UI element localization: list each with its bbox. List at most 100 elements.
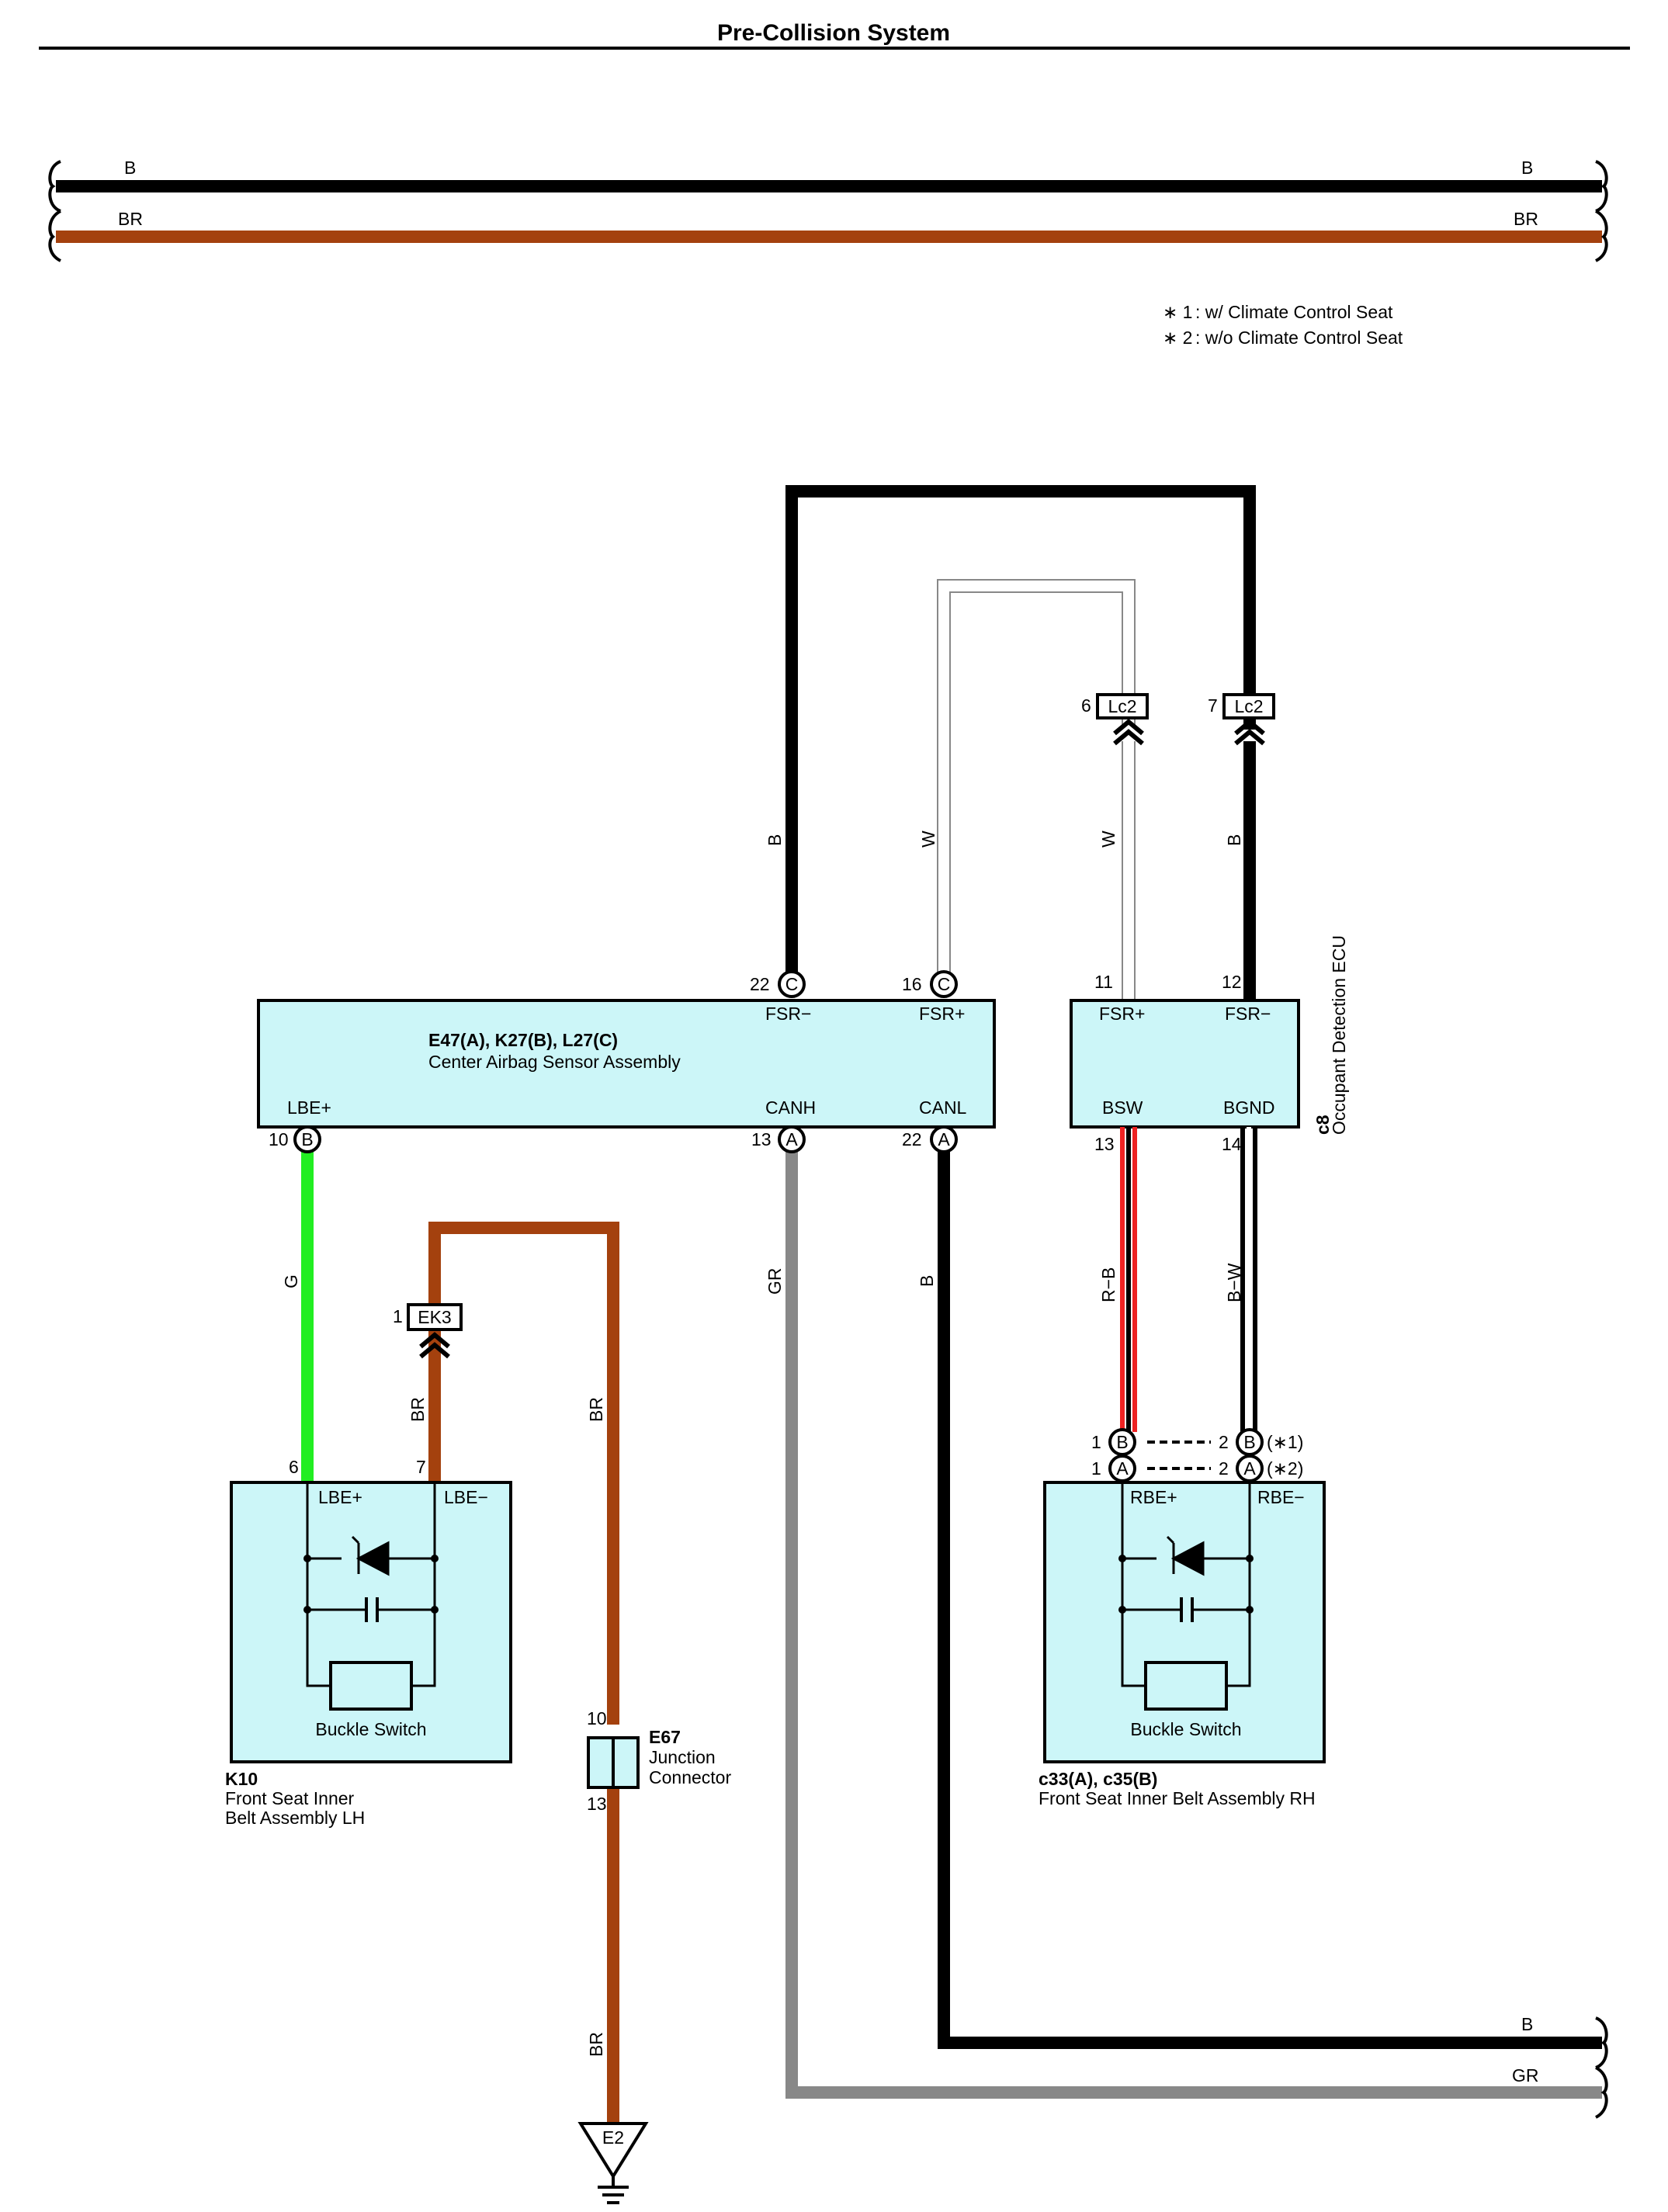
- wire-label: B: [1521, 158, 1533, 178]
- pin-number: 10: [269, 1129, 289, 1149]
- pin-conn: B: [1116, 1432, 1128, 1452]
- wire-label: BR: [586, 1397, 606, 1422]
- ground-triangle-icon: [577, 2122, 649, 2179]
- wire-br-loop: [428, 1222, 619, 1725]
- right-circuit-lines: [1121, 1482, 1251, 1687]
- wire-label: B: [1521, 2014, 1533, 2034]
- left-belt-name: Front Seat Inner: [225, 1788, 355, 1808]
- connector-lc2-b: 7 Lc2: [1208, 693, 1275, 746]
- pin-number: 2: [1219, 1458, 1229, 1479]
- left-circuit-lines: [306, 1482, 436, 1687]
- connector-label: EK3: [418, 1307, 451, 1327]
- left-belt-box: [230, 1481, 512, 1763]
- wire-break-right-icon: [1595, 2016, 1608, 2069]
- pin-conn: B: [1243, 1432, 1255, 1452]
- wire-label: W: [918, 830, 938, 848]
- connector-arrow-icon: [1113, 719, 1144, 746]
- pin-canl: 22 A: [902, 1125, 958, 1153]
- pin-canh: 13 A: [751, 1125, 806, 1153]
- junction-dot: [431, 1555, 439, 1562]
- left-belt-assembly: 6 7 LBE+ LBE− Buckle Switch K10 Front Se…: [225, 1457, 512, 1828]
- capacitor-icon: [365, 1597, 379, 1622]
- bottom-bus: B GR: [1512, 2014, 1608, 2119]
- connector-label: Lc2: [1234, 696, 1263, 716]
- right-belt-box: [1043, 1481, 1326, 1763]
- pin-label: CANL: [919, 1097, 967, 1118]
- right-belt-id: c33(A), c35(B): [1039, 1769, 1157, 1789]
- pin-conn: A: [1116, 1458, 1129, 1479]
- wire-label: G: [281, 1274, 301, 1288]
- wire-label: W: [1098, 830, 1118, 848]
- zener-diode-icon: [1166, 1535, 1205, 1576]
- variant-note: (∗1): [1267, 1432, 1303, 1452]
- pin-number: 1: [393, 1306, 403, 1326]
- pin-label: BSW: [1102, 1097, 1143, 1118]
- pin-number: 16: [902, 974, 922, 994]
- pin-label: FSR−: [1225, 1004, 1271, 1024]
- wire-b-canl: [938, 1142, 1602, 2049]
- page-title: Pre-Collision System: [717, 20, 950, 46]
- pin-label: LBE−: [444, 1487, 488, 1507]
- center-airbag-id: E47(A), K27(B), L27(C): [428, 1030, 618, 1050]
- right-belt-assembly: RBE+ RBE− Buckle Switch c33(A), c35(B) F…: [1039, 1481, 1326, 1808]
- pin-conn: C: [785, 974, 799, 994]
- pin-number: 12: [1222, 972, 1242, 992]
- pin-number: 14: [1222, 1134, 1242, 1154]
- left-belt-id: K10: [225, 1769, 258, 1789]
- pin-number: 6: [289, 1457, 299, 1477]
- center-airbag-name: Center Airbag Sensor Assembly: [428, 1052, 681, 1072]
- notes: ∗ 1 : w/ Climate Control Seat ∗ 2 : w/o …: [1163, 302, 1403, 348]
- zener-diode-icon: [351, 1535, 390, 1576]
- right-belt-connectors: 1 B 2 B (∗1) 1 A 2 A (∗2): [1091, 1428, 1303, 1482]
- wire-label: GR: [765, 1268, 785, 1295]
- pin-number: 1: [1091, 1458, 1101, 1479]
- pin-number: 7: [1208, 695, 1218, 716]
- wire-label: BR: [118, 209, 143, 229]
- wire-b-fsr-minus: [785, 485, 1256, 982]
- wire-label: B: [124, 158, 136, 178]
- wire-label: B: [1224, 834, 1244, 846]
- wire-label: R−B: [1098, 1267, 1118, 1302]
- pin-number: 6: [1081, 695, 1091, 716]
- pin-fsr-plus: 16 C: [902, 970, 958, 998]
- pin-number: 10: [587, 1708, 607, 1728]
- pin-number: 11: [1094, 972, 1113, 992]
- wire-gr-canh: [785, 1142, 1602, 2099]
- wire-break-right-icon: [1594, 2066, 1608, 2119]
- ground-label: E2: [602, 2127, 624, 2148]
- pin-label: FSR+: [1099, 1004, 1145, 1024]
- pin-label: LBE+: [318, 1487, 362, 1507]
- note-mark: ∗ 2: [1163, 328, 1192, 348]
- connector-ek3: 1 EK3: [393, 1303, 463, 1359]
- wire-label: B: [917, 1275, 937, 1287]
- pin-label: RBE+: [1130, 1487, 1177, 1507]
- pin-conn: A: [785, 1129, 798, 1149]
- variant-note: (∗2): [1267, 1458, 1303, 1479]
- note-text: : w/ Climate Control Seat: [1195, 302, 1393, 322]
- wire-break-left-icon: [48, 210, 62, 262]
- junction-dot: [303, 1606, 311, 1614]
- junction-dot: [1246, 1606, 1254, 1614]
- right-belt-name: Front Seat Inner Belt Assembly RH: [1039, 1788, 1316, 1808]
- pin-label: FSR−: [765, 1004, 811, 1024]
- wire-label: BR: [407, 1397, 428, 1422]
- connector-label: Lc2: [1108, 696, 1136, 716]
- junction-name: Connector: [649, 1767, 731, 1787]
- switch-label: Buckle Switch: [315, 1719, 426, 1739]
- occupant-ecu-box: [1070, 999, 1300, 1129]
- pin-number: 2: [1219, 1432, 1229, 1452]
- note-text: : w/o Climate Control Seat: [1195, 328, 1403, 348]
- pin-conn: C: [938, 974, 951, 994]
- wire-label: GR: [1512, 2065, 1539, 2085]
- pin-fsr-minus: 22 C: [750, 970, 806, 998]
- wire-break-right-icon: [1595, 160, 1608, 213]
- wire-label: BR: [1514, 209, 1538, 229]
- top-bus: B B BR BR: [48, 158, 1608, 262]
- switch-label: Buckle Switch: [1130, 1719, 1241, 1739]
- pin-label: FSR+: [919, 1004, 965, 1024]
- pin-number: 13: [587, 1794, 607, 1814]
- buckle-switch-icon: [329, 1661, 413, 1711]
- pin-label: CANH: [765, 1097, 816, 1118]
- junction-dot: [1246, 1555, 1254, 1562]
- wire-label: B: [765, 834, 785, 846]
